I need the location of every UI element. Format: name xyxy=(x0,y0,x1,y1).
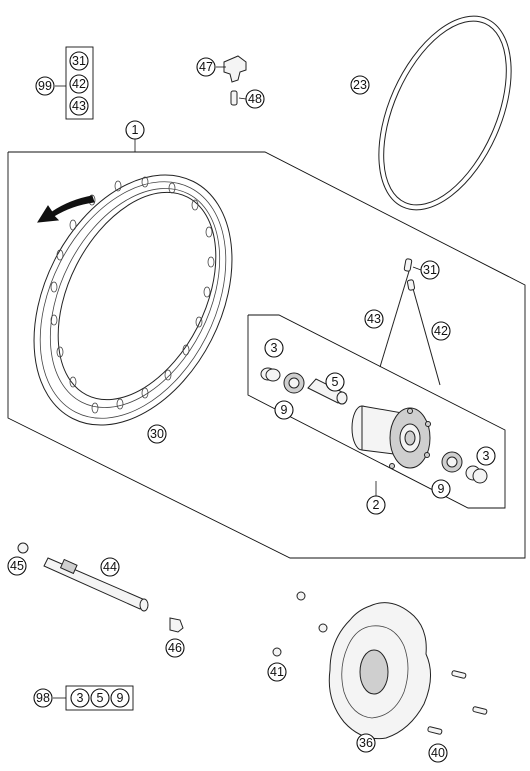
callout-41: 41 xyxy=(270,665,284,679)
kit-98-item: 3 xyxy=(77,691,84,705)
axle-part xyxy=(43,557,146,610)
rotation-arrow-icon xyxy=(37,195,95,223)
callout-42: 42 xyxy=(434,324,448,338)
brake-disc-parts: 36 41 40 xyxy=(267,591,488,763)
kit-99-item: 43 xyxy=(72,99,86,113)
rim-spoke-holes xyxy=(50,176,215,414)
callout-3: 3 xyxy=(483,449,490,463)
callout-48: 48 xyxy=(248,92,262,106)
rim-band-inner xyxy=(383,20,507,206)
kit-99-item: 31 xyxy=(72,54,86,68)
spoke-42-part xyxy=(411,284,441,386)
kit-99-box xyxy=(65,46,94,120)
spoke-43-part xyxy=(379,267,411,368)
valve-cap-part xyxy=(223,55,247,83)
valve-core-part xyxy=(230,90,238,106)
spokes: 31 43 42 xyxy=(364,258,451,386)
axle-clamp-screw-part xyxy=(169,617,184,633)
callout-47: 47 xyxy=(199,60,213,74)
callout-45: 45 xyxy=(10,559,24,573)
axle-nut-part xyxy=(17,542,29,554)
callout-31: 31 xyxy=(423,263,437,277)
wheel-assembly-outline: 1 xyxy=(7,120,526,559)
nipple-part xyxy=(403,258,413,272)
kit-98-label: 98 xyxy=(36,691,50,705)
callout-23: 23 xyxy=(353,78,367,92)
callout-2: 2 xyxy=(373,498,380,512)
kit-98-item: 5 xyxy=(97,691,104,705)
hub-boundary xyxy=(247,314,506,509)
callout-36: 36 xyxy=(359,736,373,750)
rim-outer-edge xyxy=(33,174,233,426)
valve-parts: 47 48 xyxy=(196,55,265,109)
callout-43: 43 xyxy=(367,312,381,326)
callout-46: 46 xyxy=(168,641,182,655)
axle-parts: 45 44 46 xyxy=(7,542,185,658)
callout-30: 30 xyxy=(150,427,164,441)
kit-99-label: 99 xyxy=(38,79,52,93)
callout-40: 40 xyxy=(431,746,445,760)
callout-9: 9 xyxy=(438,482,445,496)
callout-1: 1 xyxy=(132,123,139,137)
callout-5: 5 xyxy=(332,375,339,389)
kit-98-item: 9 xyxy=(117,691,124,705)
callout-9: 9 xyxy=(281,403,288,417)
callout-3: 3 xyxy=(271,341,278,355)
disc-screw-part xyxy=(451,670,467,679)
hub-assembly: 2 3 9 5 9 3 xyxy=(247,314,506,515)
kit-99-item: 42 xyxy=(72,77,86,91)
kit-98-group: 98 3 5 9 xyxy=(33,685,134,711)
rim: 30 xyxy=(33,174,233,444)
assembly-boundary xyxy=(7,151,526,559)
callout-44: 44 xyxy=(103,560,117,574)
nut-part xyxy=(296,591,306,601)
kit-99-group: 99 31 42 43 xyxy=(35,46,94,120)
rim-band: 23 xyxy=(350,15,512,211)
rim-band-outer xyxy=(378,15,512,211)
